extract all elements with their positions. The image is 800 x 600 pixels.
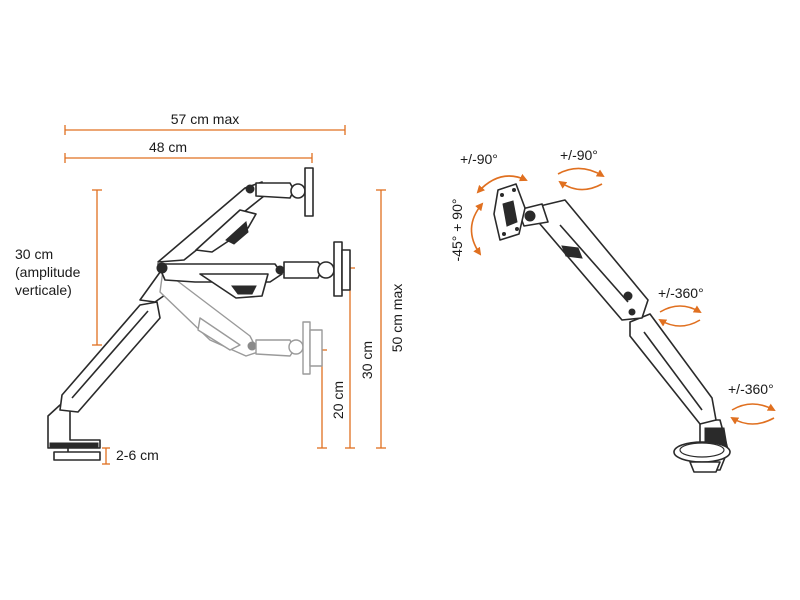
- vertical-range-sub-2: verticale): [15, 282, 72, 298]
- swivel-arrow: +/-90°: [557, 147, 605, 191]
- tilt-arrow: +/-90°: [460, 151, 528, 194]
- tilt-label: +/-90°: [460, 151, 498, 167]
- clamp-thickness-dimension: 2-6 cm: [102, 447, 159, 465]
- vertical-range-sub-1: (amplitude: [15, 264, 81, 280]
- base-clamp: [673, 419, 731, 473]
- swivel-label: +/-90°: [560, 147, 598, 163]
- vertical-range-label: 30 cm: [15, 246, 53, 262]
- side-view-arm: [47, 167, 351, 461]
- min-height-label: 20 cm: [330, 381, 346, 419]
- vertical-range-dimension: 30 cm (amplitude verticale): [15, 189, 102, 346]
- mid-height-dimension: 30 cm: [345, 267, 375, 449]
- base-rotation-label: +/-360°: [728, 381, 774, 397]
- base-rotation-arrow: +/-360°: [728, 381, 776, 425]
- upper-arm: [157, 167, 314, 263]
- joint-rotation-label: +/-360°: [658, 285, 704, 301]
- rotation-view-arm: [493, 183, 731, 473]
- desk-clamp: [47, 404, 101, 461]
- reach-label: 48 cm: [149, 139, 187, 155]
- max-height-dimension: 50 cm max: [376, 189, 405, 449]
- rot-vesa-head: [493, 183, 549, 241]
- middle-arm: [156, 241, 351, 299]
- screen-rotation-arrow: -45° + 90°: [449, 199, 484, 262]
- screen-rotation-label: -45° + 90°: [449, 199, 465, 262]
- clamp-thickness-label: 2-6 cm: [116, 447, 159, 463]
- max-height-label: 50 cm max: [389, 284, 405, 352]
- joint-rotation-arrow: +/-360°: [658, 285, 704, 327]
- reach-dimension: 48 cm: [64, 139, 313, 163]
- reach-max-dimension: 57 cm max: [64, 111, 346, 135]
- rot-lower-arm: [629, 313, 717, 425]
- mid-height-label: 30 cm: [359, 341, 375, 379]
- lower-arm: [59, 267, 171, 413]
- reach-max-label: 57 cm max: [171, 111, 239, 127]
- rot-upper-arm: [539, 199, 649, 321]
- ghost-arm-low: [159, 269, 323, 375]
